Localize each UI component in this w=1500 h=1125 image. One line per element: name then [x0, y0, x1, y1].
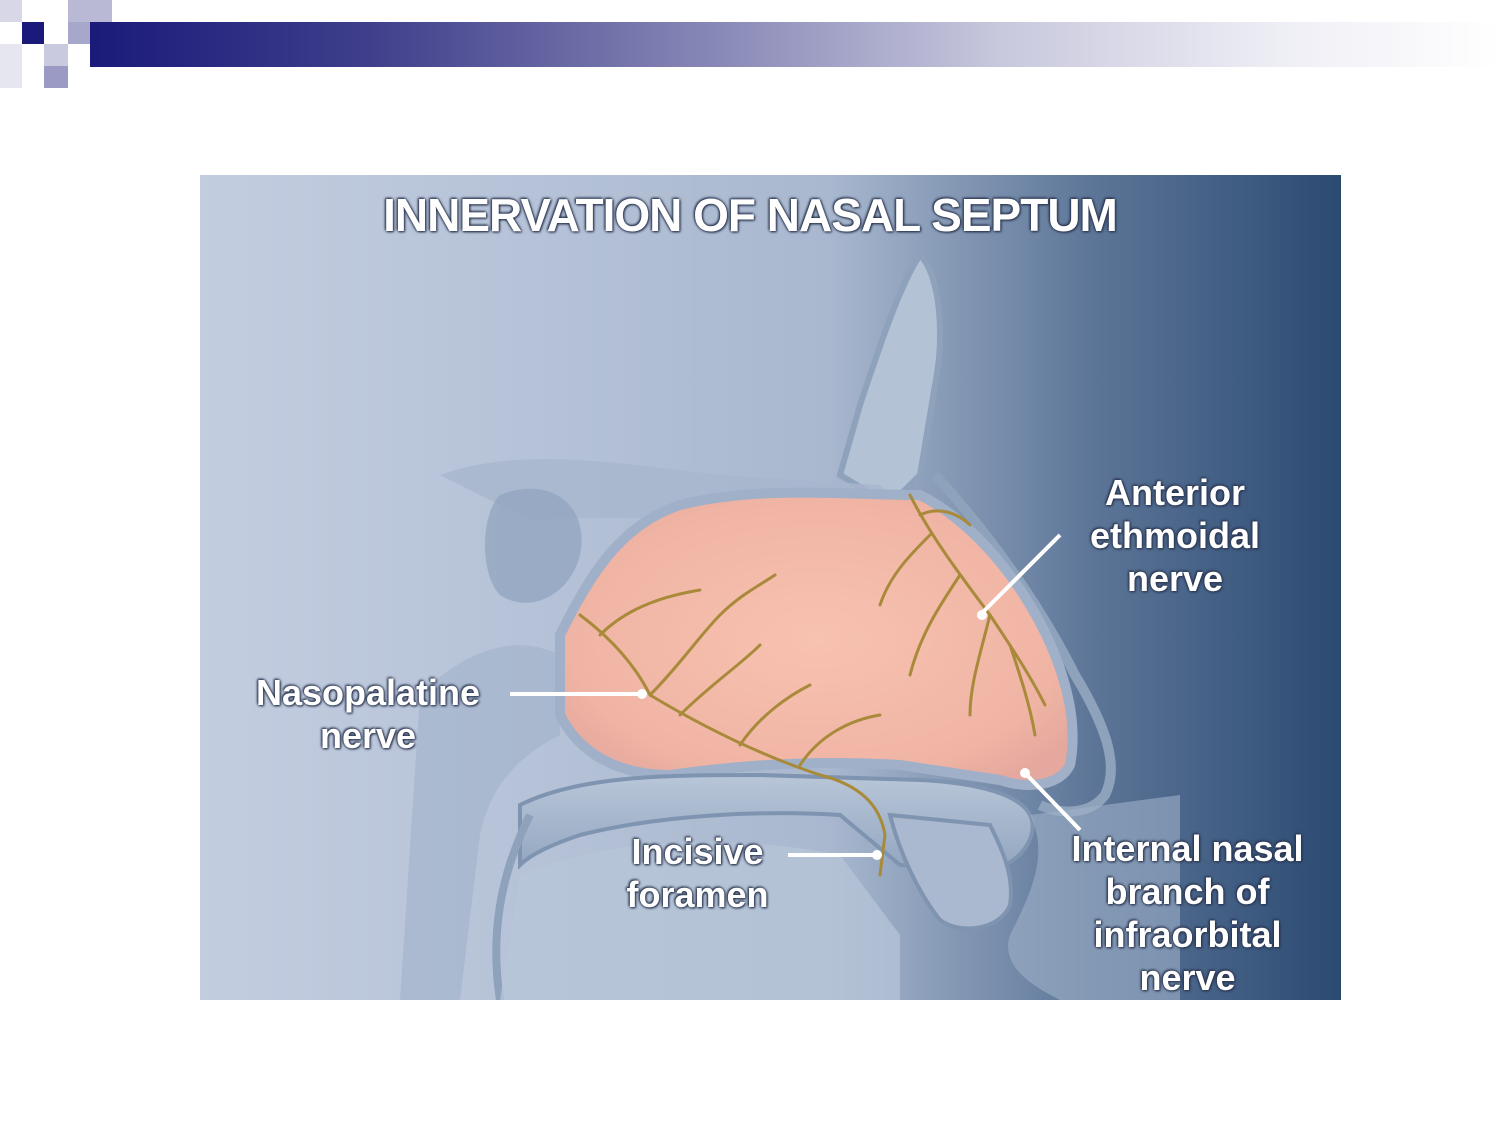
- label-nasopalatine-nerve: Nasopalatine nerve: [228, 671, 508, 757]
- label-line: nerve: [1139, 957, 1236, 998]
- header-decor-square: [0, 44, 22, 88]
- soft-palate-outline: [492, 813, 534, 1000]
- header-decor-square: [0, 0, 22, 22]
- premaxilla: [887, 812, 1013, 931]
- label-line: Incisive: [631, 831, 764, 872]
- label-line: infraorbital: [1093, 914, 1282, 955]
- label-internal-nasal-branch-infraorbital-nerve: Internal nasal branch of infraorbital ne…: [1040, 827, 1335, 999]
- oral-cavity: [500, 841, 900, 1000]
- label-line: nerve: [319, 715, 417, 756]
- label-line: Nasopalatine: [255, 672, 481, 713]
- header-gradient-band: [90, 22, 1500, 67]
- leader-lines: [510, 533, 1082, 857]
- label-line: foramen: [626, 874, 769, 915]
- header-decor-square: [44, 44, 68, 66]
- figure-title: INNERVATION OF NASAL SEPTUM: [383, 189, 1118, 241]
- header-decor-square: [68, 22, 90, 44]
- label-anterior-ethmoidal-nerve: Anterior ethmoidal nerve: [1050, 471, 1300, 600]
- upper-lip: [1008, 795, 1180, 1000]
- illustration-svg: [200, 175, 1341, 1000]
- anterior-ethmoidal-nerve: [878, 493, 1047, 737]
- internal-nasal-dot: [1020, 768, 1030, 778]
- nasal-septum-illustration: [200, 175, 1341, 1000]
- label-line: nerve: [1126, 558, 1224, 599]
- label-incisive-foramen: Incisive foramen: [605, 830, 790, 916]
- nasopalatine-dot: [637, 689, 647, 699]
- header-decor-square: [68, 0, 112, 22]
- pharynx: [400, 645, 560, 1000]
- nasopalatine-nerve: [578, 573, 887, 877]
- label-line: Internal nasal: [1071, 828, 1304, 869]
- leader-dots: [637, 610, 1030, 860]
- label-line: Anterior: [1104, 472, 1245, 513]
- anterior-ethmoidal-leader: [980, 533, 1062, 615]
- incisive-dot: [872, 850, 882, 860]
- label-line: ethmoidal: [1089, 515, 1260, 556]
- header-decor-square: [22, 22, 44, 44]
- nasal-septum: [555, 487, 1078, 790]
- header-decor-square: [44, 66, 68, 88]
- anterior-ethmoidal-dot: [977, 610, 987, 620]
- sphenoid-sinus: [485, 488, 582, 603]
- label-line: branch of: [1105, 871, 1270, 912]
- internal-nasal-leader: [1023, 771, 1082, 832]
